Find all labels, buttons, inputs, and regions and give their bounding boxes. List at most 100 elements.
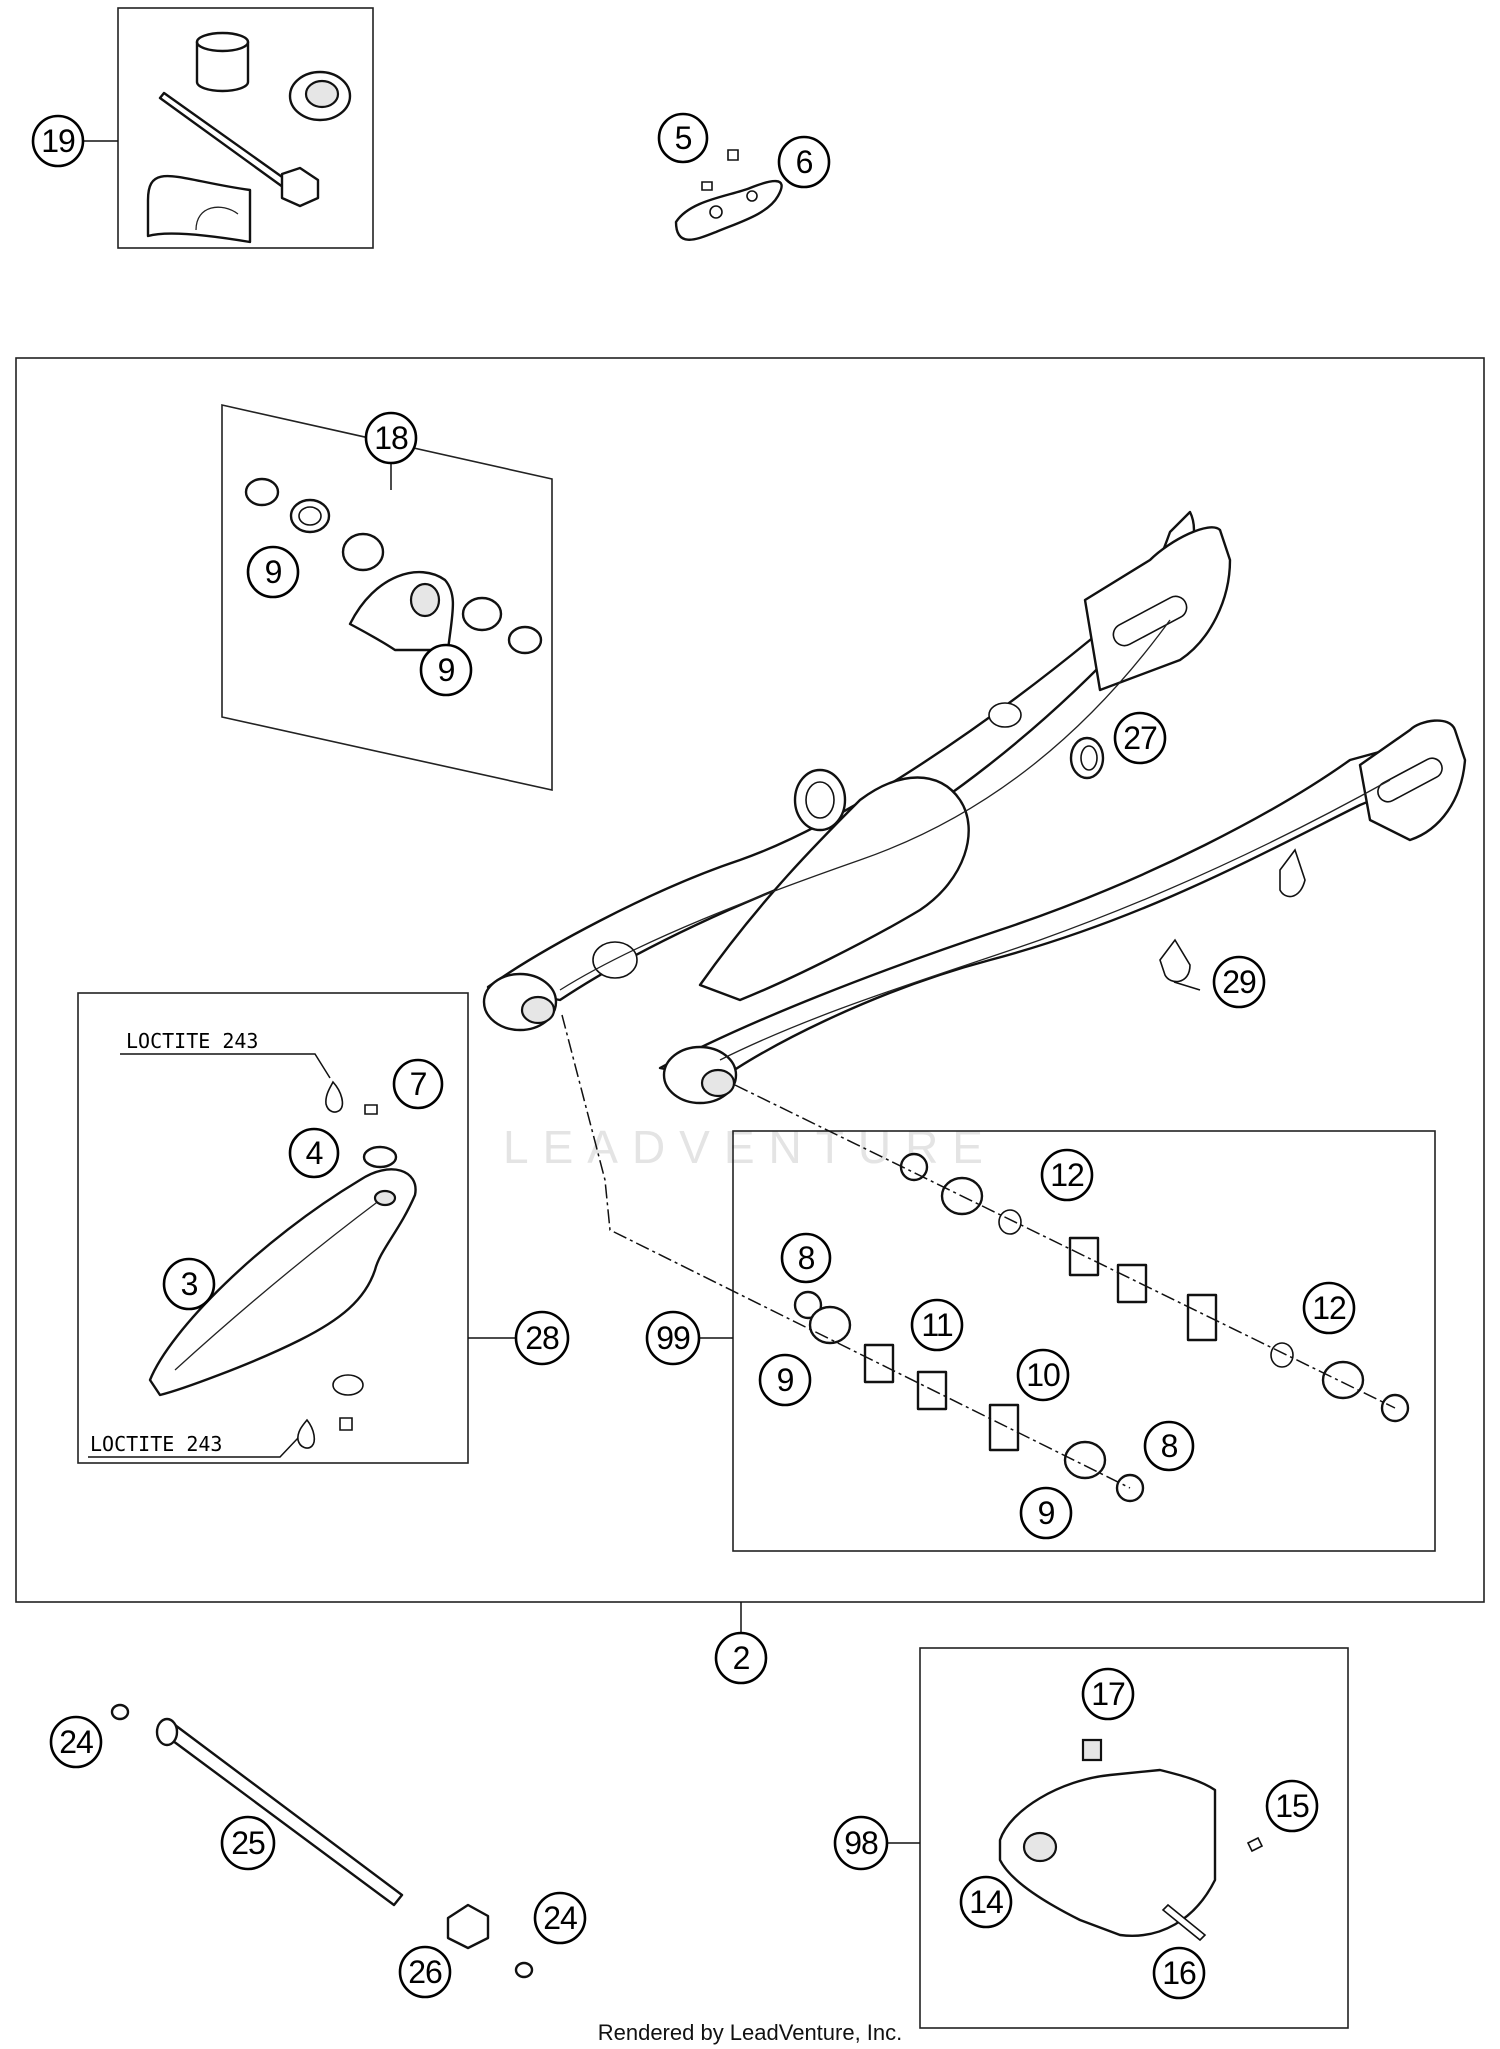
screw-15 xyxy=(1246,1836,1264,1853)
cap-24-b xyxy=(514,1961,534,1979)
callout-9-kit18-right: 9 xyxy=(419,643,473,697)
swingarm-pivot-left-bore xyxy=(520,995,556,1025)
callout-26-label: 26 xyxy=(408,1954,442,1990)
callout-17-label: 17 xyxy=(1091,1676,1125,1712)
chain-guide-block xyxy=(348,571,455,652)
callout-4: 4 xyxy=(288,1127,340,1179)
callout-11: 11 xyxy=(910,1298,964,1352)
kit-28-frame xyxy=(77,992,469,1464)
callout-5: 5 xyxy=(657,112,709,164)
callout-16-label: 16 xyxy=(1162,1955,1196,1991)
callout-9-label: 9 xyxy=(438,652,455,688)
callout-18: 18 xyxy=(364,411,418,465)
callout-7-label: 7 xyxy=(410,1066,427,1102)
bushing-10 xyxy=(988,1403,1020,1452)
washer-4 xyxy=(362,1145,398,1169)
callout-10: 10 xyxy=(1016,1348,1070,1402)
axis-line-lower xyxy=(561,1014,1131,1489)
pivot-shaft-25 xyxy=(163,1723,404,1907)
chain-slider-hole xyxy=(373,1189,397,1207)
bearing-cup-9-d xyxy=(1063,1440,1107,1480)
bearing-cup-9-c xyxy=(808,1305,852,1345)
callout-98-label: 98 xyxy=(844,1825,878,1861)
callout-25: 25 xyxy=(220,1815,276,1871)
needle-bearing-11-a xyxy=(863,1343,895,1384)
kit-98-parts xyxy=(998,1738,1264,1942)
callout-29: 29 xyxy=(1212,955,1266,1009)
callout-15: 15 xyxy=(1265,1779,1319,1833)
chain-guide-14 xyxy=(998,1768,1217,1937)
callout-24-label: 24 xyxy=(59,1724,93,1760)
callout-25-label: 25 xyxy=(231,1825,265,1861)
group-frames xyxy=(15,7,1485,2029)
swingarm-rear-tab xyxy=(1159,938,1191,983)
seal-99-a xyxy=(899,1152,929,1182)
half-bushing xyxy=(146,174,252,244)
callout-27: 27 xyxy=(1113,711,1167,765)
callout-9-kit18-left: 9 xyxy=(246,545,300,599)
callout-19: 19 xyxy=(31,114,85,168)
chain-slider-groove xyxy=(174,1199,381,1371)
render-credit-footer: Rendered by LeadVenture, Inc. xyxy=(598,2020,903,2045)
callout-10-label: 10 xyxy=(1026,1357,1060,1393)
callout-99-label: 99 xyxy=(656,1320,690,1356)
swingarm-contour-1 xyxy=(559,619,1171,991)
callout-12-label: 12 xyxy=(1312,1290,1346,1326)
callout-3: 3 xyxy=(162,1257,216,1311)
callout-98: 98 xyxy=(833,1815,889,1871)
spacer-bushing xyxy=(341,532,385,572)
leader-29 xyxy=(1173,981,1201,991)
callout-2: 2 xyxy=(714,1631,768,1685)
seal-8-a xyxy=(793,1290,823,1320)
callout-9-label: 9 xyxy=(777,1362,794,1398)
callout-18-label: 18 xyxy=(374,420,408,456)
part-27-ring xyxy=(1069,736,1105,780)
upper-grommet-hole xyxy=(988,702,1022,728)
callout-12-lower: 12 xyxy=(1302,1281,1356,1335)
swingarm-axle-slot-lower xyxy=(1377,757,1443,803)
half-bushing-inner xyxy=(195,206,239,231)
seal-ring-b-inner xyxy=(298,506,322,526)
needle-bearing-99-b xyxy=(1116,1263,1148,1304)
swingarm xyxy=(482,510,1467,1105)
callout-29-label: 29 xyxy=(1222,964,1256,1000)
kit-98-frame xyxy=(919,1647,1349,2029)
nut-26 xyxy=(446,1903,490,1950)
callout-9-kit99-left: 9 xyxy=(758,1353,812,1407)
loctite-lower-underline xyxy=(88,1437,299,1458)
callout-6: 6 xyxy=(777,135,831,189)
loctite-note-lower: LOCTITE 243 xyxy=(90,1432,222,1456)
clamp-body xyxy=(674,179,783,241)
bolt-16 xyxy=(1161,1903,1207,1942)
bearing-ring-inner xyxy=(304,79,340,109)
chain-slider-clamp xyxy=(674,149,783,241)
callout-15-label: 15 xyxy=(1275,1788,1309,1824)
swingarm-lower-tab xyxy=(1279,848,1306,898)
swingarm-pivot-right-bore xyxy=(700,1068,736,1098)
clamp-hole-2 xyxy=(746,190,758,202)
callout-4-label: 4 xyxy=(306,1135,323,1171)
bearing-cup-99-b xyxy=(1321,1360,1365,1400)
callout-7: 7 xyxy=(392,1058,444,1110)
clamp-screw-a xyxy=(701,181,713,191)
kit-18-frame xyxy=(221,404,553,791)
kit-99-frame xyxy=(732,1130,1436,1552)
leader-lines xyxy=(82,140,1201,1844)
pivot-bolt-shaft xyxy=(158,91,294,192)
chain-guide-block-hole xyxy=(409,582,441,618)
callout-3-label: 3 xyxy=(181,1266,198,1302)
loctite-drop-lower xyxy=(297,1418,316,1449)
clamp-hole xyxy=(709,205,723,219)
pivot-shaft-parts xyxy=(110,1703,534,1979)
callout-8-label: 8 xyxy=(1161,1428,1178,1464)
callout-8-label: 8 xyxy=(798,1240,815,1276)
swingarm-contour-2 xyxy=(719,779,1391,1061)
callout-14: 14 xyxy=(959,1875,1013,1929)
callout-9-label: 9 xyxy=(265,554,282,590)
callout-24-right: 24 xyxy=(533,1891,587,1945)
callout-8-upper: 8 xyxy=(780,1232,832,1284)
kit-19-parts xyxy=(146,31,352,244)
callout-9-label: 9 xyxy=(1038,1495,1055,1531)
callout-8-lower: 8 xyxy=(1143,1420,1195,1472)
